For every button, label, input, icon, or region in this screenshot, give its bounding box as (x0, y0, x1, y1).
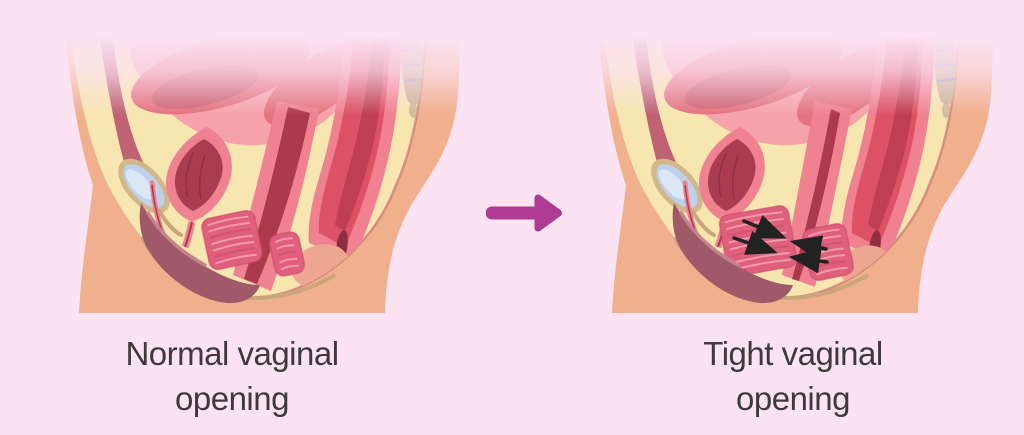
caption-normal-line1: Normal vaginal (125, 335, 339, 372)
caption-normal: Normal vaginal opening (59, 331, 405, 421)
right-arrow-icon (486, 194, 562, 232)
caption-tight: Tight vaginal opening (620, 331, 966, 421)
caption-normal-line2: opening (175, 380, 289, 417)
anatomy-illustration-tight-opening (588, 35, 998, 313)
anatomy-illustration-normal-opening (55, 35, 465, 313)
caption-tight-line2: opening (736, 380, 850, 417)
caption-tight-line1: Tight vaginal (703, 335, 883, 372)
